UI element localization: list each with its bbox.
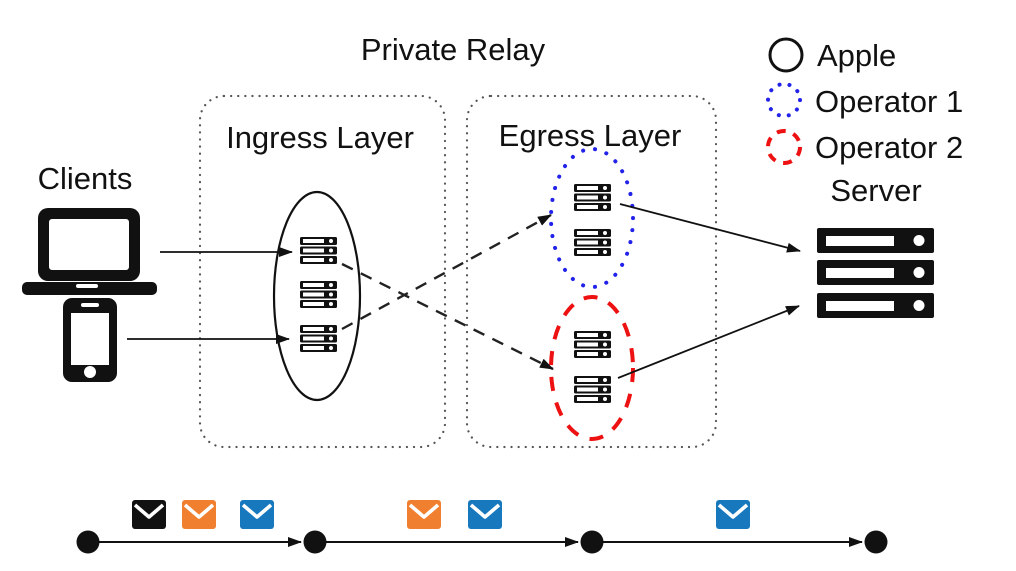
timeline-node-egress xyxy=(580,530,604,554)
legend-operator2-label: Operator 2 xyxy=(815,130,963,165)
diagram-title: Private Relay xyxy=(361,32,546,67)
legend-operator1-circle xyxy=(766,82,802,118)
legend: Apple Operator 1 Operator 2 xyxy=(766,37,963,165)
operator1-egress-ellipse xyxy=(549,147,635,289)
ingress-layer-label: Ingress Layer xyxy=(226,120,414,155)
egress-relay-node-icon xyxy=(574,331,611,358)
server-label: Server xyxy=(830,173,921,208)
egress-layer-box xyxy=(465,94,718,449)
legend-apple-circle xyxy=(768,37,804,73)
egress-layer-label: Egress Layer xyxy=(499,118,682,153)
operator1-to-server-arrow xyxy=(619,203,801,253)
envelope-icon-blue xyxy=(468,500,502,529)
legend-operator2-circle xyxy=(766,129,802,165)
smartphone-icon xyxy=(63,298,117,382)
timeline-node-server xyxy=(864,530,888,554)
envelope-icon-blue xyxy=(240,500,274,529)
ingress-relay-node-icon xyxy=(300,281,337,308)
server-icon xyxy=(817,228,934,318)
legend-apple-label: Apple xyxy=(817,38,896,73)
envelope-icon-blue xyxy=(716,500,750,529)
egress-relay-node-icon xyxy=(574,229,611,256)
envelope-icon-black xyxy=(132,500,166,529)
clients-label: Clients xyxy=(38,161,133,196)
ingress-to-operator1-dashed-arrow xyxy=(341,213,552,331)
ingress-relay-node-icon xyxy=(300,325,337,352)
egress-relay-node-icon xyxy=(574,376,611,403)
ingress-to-operator2-dashed-arrow xyxy=(341,262,554,371)
operator2-to-server-arrow xyxy=(617,305,800,379)
laptop-icon xyxy=(22,208,157,295)
encryption-timeline xyxy=(76,500,888,554)
timeline-node-ingress xyxy=(303,530,327,554)
egress-relay-node-icon xyxy=(574,184,611,211)
operator2-egress-ellipse xyxy=(549,295,635,441)
ingress-relay-node-icon xyxy=(300,237,337,264)
ingress-layer-box xyxy=(198,94,447,449)
legend-operator1-label: Operator 1 xyxy=(815,84,963,119)
timeline-node-client xyxy=(76,530,100,554)
envelope-icon-orange xyxy=(182,500,216,529)
ingress-apple-ellipse xyxy=(272,190,362,402)
envelope-icon-orange xyxy=(407,500,441,529)
